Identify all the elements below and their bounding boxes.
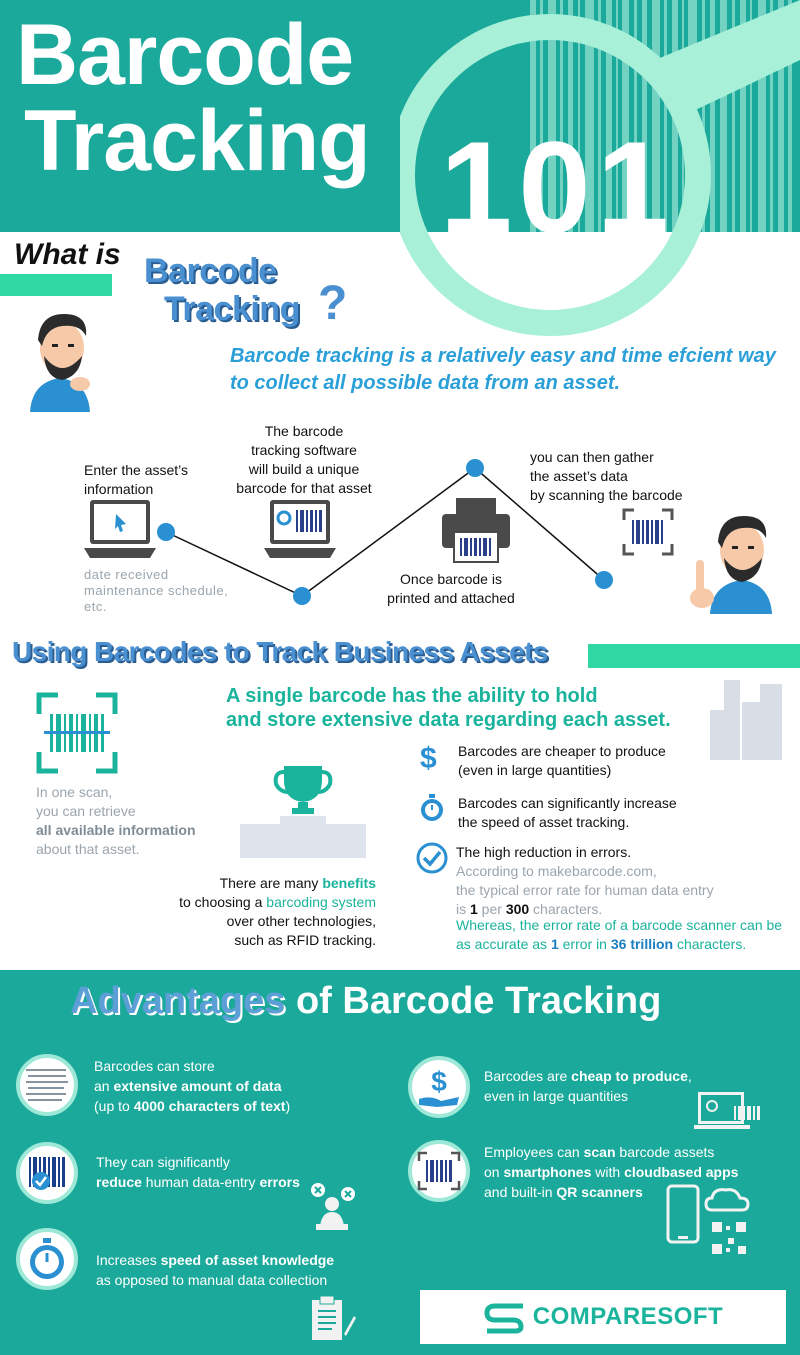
scan-caption: In one scan, you can retrieve all availa… [36, 784, 196, 857]
main-title-line1: Barcode [16, 7, 354, 103]
main-title-line2: Tracking [24, 93, 371, 189]
question-mark: ? [318, 277, 348, 330]
item1-text: Barcodes are cheaper to produce (even in… [458, 743, 666, 778]
scan-circle [408, 1140, 470, 1202]
printer-icon [442, 498, 510, 563]
checkmark-icon [416, 842, 448, 874]
step1-note: date received maintenance schedule, etc. [84, 567, 229, 614]
green-accent-bar-2 [588, 644, 800, 668]
what-is-label: What is [14, 238, 121, 271]
scan-small-icon [417, 1151, 461, 1191]
using-lead: A single barcode has the ability to hold… [226, 685, 671, 731]
step3-text: Once barcode is printed and attached [387, 571, 515, 606]
step1-text: Enter the asset’s information [84, 462, 189, 497]
using-barcodes-title: Using Barcodes to Track Business Assets [12, 636, 548, 667]
dollar-icon: $ [420, 742, 437, 775]
step-dot-2 [293, 587, 311, 605]
comparesoft-logo-icon [484, 1303, 524, 1334]
stopwatch-circle [16, 1228, 78, 1290]
svg-text:$: $ [431, 1066, 447, 1097]
item2-text: Barcodes can significantly increase the … [458, 795, 677, 830]
comparesoft-logo: COMPARESOFT [420, 1290, 786, 1344]
step-dot-3 [466, 459, 484, 477]
user-errors-icon [311, 1183, 355, 1230]
laptop-barcode-icon [264, 500, 336, 558]
advantage-4-text: Barcodes are cheap to produce, even in l… [484, 1068, 692, 1104]
barcode-check-circle [16, 1142, 78, 1204]
step4-text: you can then gather the asset’s data by … [530, 449, 683, 503]
text-data-circle [16, 1054, 78, 1116]
what-is-lead-line2: to collect all possible data from an ass… [230, 372, 621, 394]
phone-cloud-qr-icon [666, 1184, 750, 1254]
scan-barcode-icon [622, 508, 674, 556]
laptop-cursor-icon [84, 500, 156, 558]
header-banner: Barcode Tracking [0, 0, 800, 232]
stopwatch-large-icon [30, 1238, 64, 1279]
advantage-5-text: Employees can scan barcode assets on sma… [484, 1144, 739, 1200]
what-is-title-line2: Tracking [164, 290, 300, 328]
steps-connector-line [165, 467, 605, 597]
what-is-title-line1: Barcode [144, 252, 277, 290]
hand-dollar-icon: $ [419, 1066, 459, 1107]
benefits-text: There are many benefits to choosing a ba… [179, 875, 376, 948]
pointing-man-icon [690, 516, 772, 614]
stopwatch-icon [421, 794, 443, 821]
advantage-1-text: Barcodes can store an extensive amount o… [94, 1058, 291, 1114]
laptop-gears-icon [694, 1092, 760, 1129]
step2-text: The barcode tracking software will build… [236, 423, 372, 496]
scan-frame-icon [36, 692, 118, 774]
advantage-3-text: Increases speed of asset knowledge as op… [96, 1252, 335, 1288]
buildings-icon [710, 680, 782, 760]
trophy-podium-icon [240, 766, 366, 858]
cheap-circle: $ [408, 1056, 470, 1118]
what-is-lead-line1: Barcode tracking is a relatively easy an… [230, 345, 776, 367]
advantages-title: Advantages of Barcode Tracking [70, 980, 662, 1022]
item3-scanner-text: Whereas, the error rate of a barcode sca… [456, 917, 783, 952]
step-dot-4 [595, 571, 613, 589]
data-text-icon [26, 1069, 68, 1101]
magnifier-icon [400, 0, 800, 336]
advantage-2-text: They can significantly reduce human data… [96, 1154, 300, 1190]
step-dot-1 [157, 523, 175, 541]
green-accent-bar [0, 274, 112, 296]
item3-text: The high reduction in errors. According … [456, 844, 714, 917]
thinking-man-icon [30, 314, 90, 412]
clipboard-pen-icon [312, 1295, 356, 1340]
number-101: 101 [440, 114, 675, 260]
barcode-check-icon [29, 1157, 65, 1190]
